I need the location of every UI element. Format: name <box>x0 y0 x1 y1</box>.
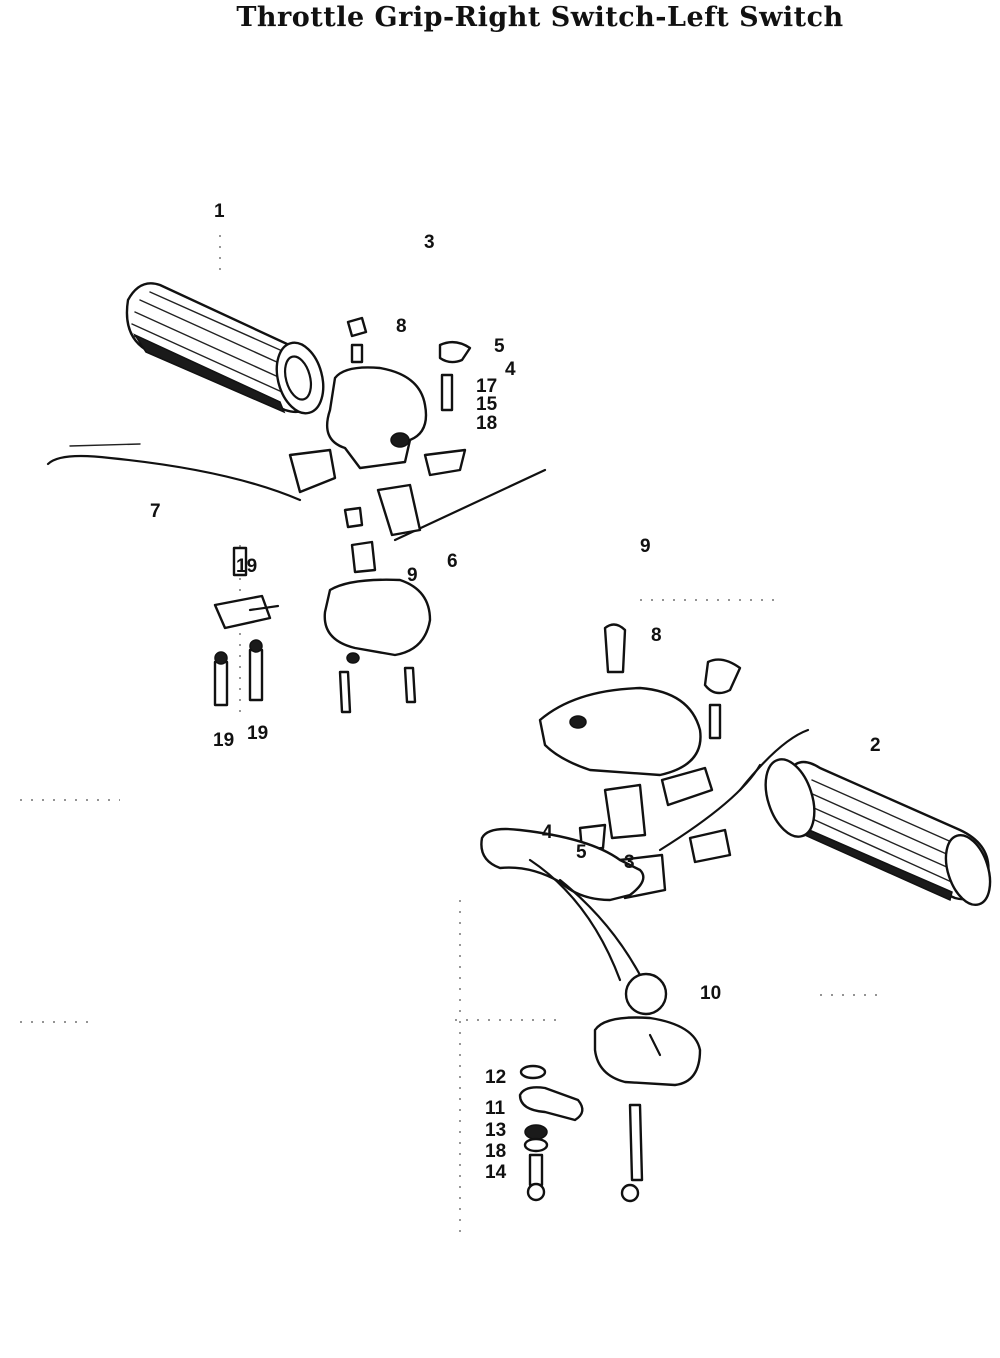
callout-17: 17 <box>476 376 497 397</box>
right-switch-upper-housing <box>288 316 472 537</box>
callout-8-left-switch: 8 <box>651 625 662 646</box>
assembly-axis-lines <box>20 235 880 1240</box>
clutch-cable <box>658 728 810 852</box>
lever-bracket <box>593 1016 702 1203</box>
callout-12: 12 <box>485 1067 506 1088</box>
left-switch-housing <box>538 623 742 900</box>
pivot-bolt-stack <box>518 1064 584 1202</box>
diagram-title: Throttle Grip-Right Switch-Left Switch <box>236 2 844 33</box>
callout-10: 10 <box>700 983 721 1004</box>
callout-9: 9 <box>407 565 418 586</box>
clutch-lever <box>480 827 668 1016</box>
callout-13: 13 <box>485 1120 506 1141</box>
callout-4: 4 <box>505 359 516 380</box>
callout-11: 11 <box>485 1098 506 1119</box>
throttle-grip <box>125 282 325 415</box>
screw-washer-stack <box>213 546 280 707</box>
callout-18: 18 <box>476 413 497 434</box>
callout-9-left-switch: 9 <box>640 536 651 557</box>
callout-19-left: 19 <box>213 730 234 751</box>
left-grip <box>764 758 992 906</box>
callout-4-lever: 4 <box>542 822 553 843</box>
callout-3-lever: 3 <box>624 852 635 873</box>
callout-1: 1 <box>214 201 225 222</box>
callout-5: 5 <box>494 336 505 357</box>
callout-6: 6 <box>447 551 458 572</box>
callout-15: 15 <box>476 394 498 415</box>
callout-14: 14 <box>485 1162 507 1183</box>
right-switch-lower-housing <box>323 506 432 714</box>
callout-18-lower: 18 <box>485 1141 506 1162</box>
callout-19-right: 19 <box>247 723 268 744</box>
callout-19-top: 19 <box>236 556 257 577</box>
callout-8: 8 <box>396 316 407 337</box>
callout-labels: 1 3 8 5 4 17 15 18 7 6 9 19 19 19 9 8 2 … <box>150 201 881 1183</box>
callout-5-lever: 5 <box>576 842 587 863</box>
callout-7: 7 <box>150 501 161 522</box>
callout-3: 3 <box>424 232 435 253</box>
callout-2: 2 <box>870 735 881 756</box>
